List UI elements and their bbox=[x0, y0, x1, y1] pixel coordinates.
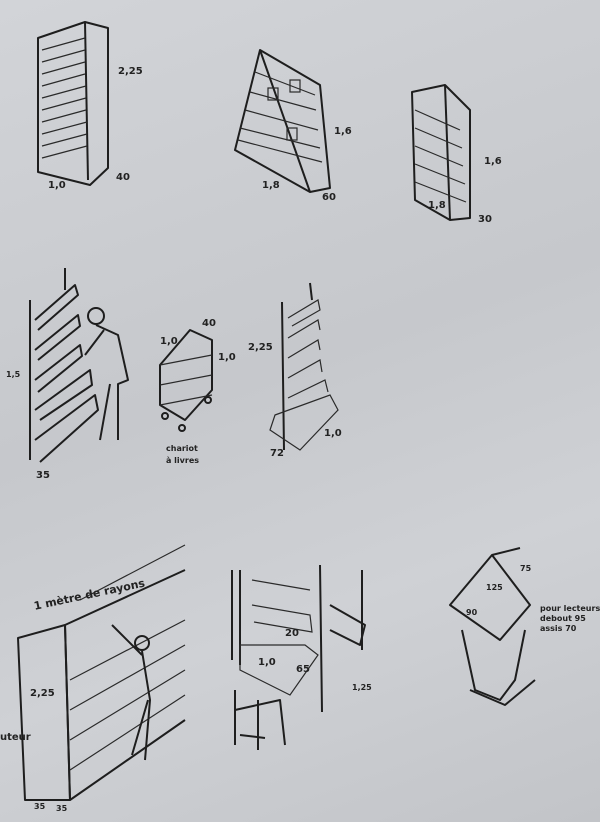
book-cart-drawing bbox=[159, 329, 213, 432]
slanted-shelf-width: 1,8 bbox=[262, 180, 280, 191]
double-shelf-height: 2,25 bbox=[248, 342, 273, 353]
display-shelf-drawing bbox=[411, 84, 471, 221]
lectern-note-2: debout 95 bbox=[540, 614, 586, 623]
double-shelf-depth: 72 bbox=[270, 448, 284, 459]
display-shelf-depth: 30 bbox=[478, 214, 492, 225]
cart-caption-2: à livres bbox=[166, 456, 200, 465]
display-shelf-width: 1,8 bbox=[428, 200, 446, 211]
lectern-side: 90 bbox=[466, 608, 478, 617]
lectern-note-3: assis 70 bbox=[540, 624, 577, 633]
tall-shelf-height: 2,25 bbox=[118, 66, 143, 77]
tall-shelf-depth: 40 bbox=[116, 172, 130, 183]
slanted-shelf-depth: 60 bbox=[322, 192, 336, 203]
lectern-depth: 75 bbox=[520, 564, 532, 573]
tall-shelf-drawing bbox=[37, 21, 109, 186]
bookcase-depth-1: 35 bbox=[34, 802, 46, 811]
wall-shelf-depth: 35 bbox=[36, 470, 50, 481]
cart-height: 1,0 bbox=[218, 352, 236, 363]
desk-height: 1,25 bbox=[352, 683, 372, 692]
display-shelf-height: 1,6 bbox=[484, 156, 502, 167]
desk-depth: 65 bbox=[296, 664, 310, 675]
bookcase-depth-2: 35 bbox=[56, 804, 68, 813]
bookcase-drawing bbox=[17, 544, 186, 801]
tall-shelf-width: 1,0 bbox=[48, 180, 66, 191]
lectern-top: 125 bbox=[486, 583, 503, 592]
desk-drawing bbox=[231, 564, 366, 750]
desk-shelf-depth: 20 bbox=[285, 628, 299, 639]
desk-width: 1,0 bbox=[258, 657, 276, 668]
lectern-drawing bbox=[449, 547, 536, 706]
lectern-note-1: pour lecteurs bbox=[540, 604, 600, 613]
slanted-shelf-height: 1,6 bbox=[334, 126, 352, 137]
cart-width: 1,0 bbox=[160, 336, 178, 347]
double-shelf-drawing bbox=[269, 282, 339, 451]
slanted-shelf-drawing bbox=[234, 49, 331, 193]
wall-shelf-drawing bbox=[29, 268, 129, 463]
bookcase-height: 2,25 bbox=[30, 688, 55, 699]
wall-shelf-height: 1,5 bbox=[6, 370, 21, 379]
cart-depth: 40 bbox=[202, 318, 216, 329]
cart-caption-1: chariot bbox=[166, 444, 198, 453]
bookcase-side-label: uteur bbox=[0, 732, 31, 743]
double-shelf-width: 1,0 bbox=[324, 428, 342, 439]
